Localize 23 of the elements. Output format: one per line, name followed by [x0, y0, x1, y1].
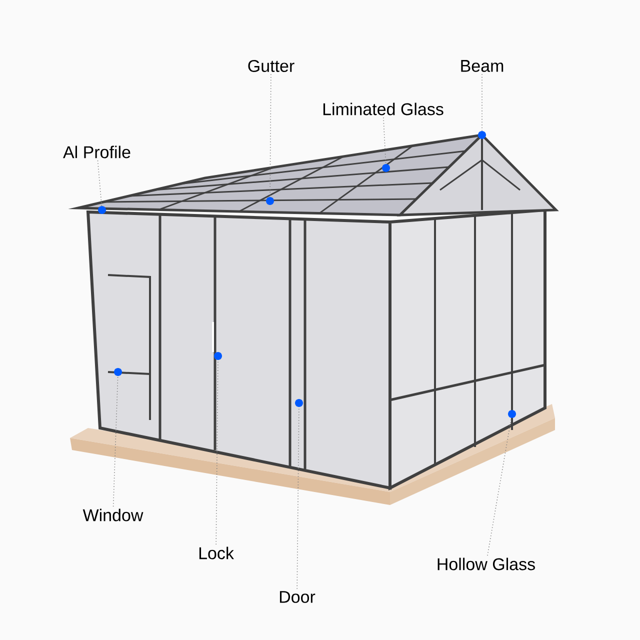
marker-dot [266, 197, 274, 205]
marker-dot [478, 131, 486, 139]
marker-dot [382, 164, 390, 172]
leader-line [487, 418, 512, 556]
marker-dot [508, 410, 516, 418]
part-label: Liminated Glass [323, 102, 444, 116]
marker-dot [114, 368, 122, 376]
leader-line [296, 406, 300, 590]
part-label: Hollow Glass [438, 558, 535, 570]
part-label: Gutter [248, 60, 294, 72]
part-label: Beam [461, 60, 504, 72]
marker-dot [295, 399, 303, 407]
part-label: Door [280, 591, 316, 603]
part-label: Al Profile [63, 146, 130, 158]
part-label: Window [82, 508, 144, 522]
leader-line [112, 376, 118, 507]
part-label: Lock [199, 546, 234, 560]
leader-line [216, 360, 218, 545]
marker-dot [214, 352, 222, 360]
leader-line [383, 117, 386, 164]
leader-line [270, 74, 272, 198]
marker-dot [98, 206, 106, 214]
leader-line [97, 160, 102, 206]
